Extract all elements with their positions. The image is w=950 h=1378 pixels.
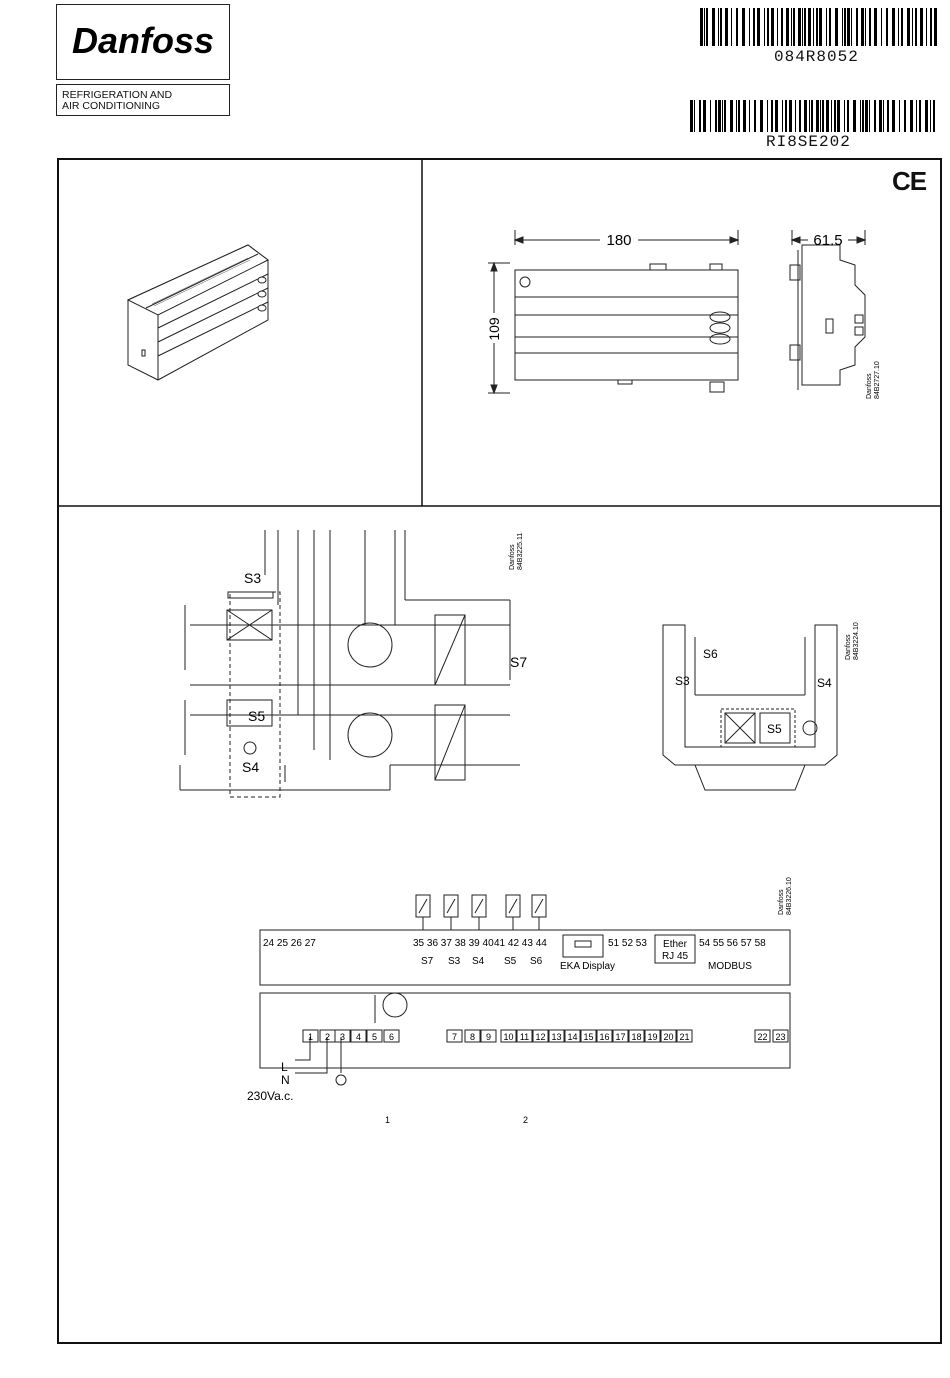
terminal-17: 17 xyxy=(615,1032,625,1042)
cabinet-schematic: S6 S3 S4 S5 Danfoss 84B3224.10 xyxy=(662,622,860,791)
refrig-ref-1: Danfoss xyxy=(509,544,516,570)
barcode-bottom xyxy=(690,100,935,132)
terminal-16: 16 xyxy=(599,1032,609,1042)
terminal-23: 23 xyxy=(775,1032,785,1042)
brand-name: Danfoss xyxy=(72,20,214,61)
barcode-top xyxy=(700,8,937,46)
terminal-13: 13 xyxy=(551,1032,561,1042)
barcode-bottom-code: RI8SE202 xyxy=(766,133,851,151)
cabinet-s5: S5 xyxy=(767,722,782,736)
terminal-3: 3 xyxy=(340,1032,345,1042)
terminal-5: 5 xyxy=(372,1032,377,1042)
sensor-s4: S4 xyxy=(242,759,259,775)
terminal-9: 9 xyxy=(486,1032,491,1042)
division-line-1: REFRIGERATION AND xyxy=(62,89,173,101)
logo-box: Danfoss xyxy=(56,4,230,80)
cabinet-ref-1: Danfoss xyxy=(845,634,852,660)
dim-depth: 61.5 xyxy=(813,232,842,249)
terminal-6: 6 xyxy=(389,1032,394,1042)
wiring-diagram: 24 25 26 27 35 36 37 38 39 40 41 42 43 4… xyxy=(247,877,793,1125)
terminal-8: 8 xyxy=(470,1032,475,1042)
terminals-d: 51 52 53 xyxy=(608,938,647,949)
product-illustration xyxy=(126,244,269,381)
sensor-s5: S5 xyxy=(248,708,265,724)
terminal-10: 10 xyxy=(503,1032,513,1042)
danfoss-logo: Danfoss xyxy=(72,20,214,61)
sensor-labels: S3 S5 S4 S7 xyxy=(242,570,527,775)
dim-width: 180 xyxy=(606,232,631,249)
terminal-22: 22 xyxy=(757,1032,767,1042)
division-line-2: AIR CONDITIONING xyxy=(62,100,161,112)
eka-display-label: EKA Display xyxy=(560,961,615,972)
terminal-12: 12 xyxy=(535,1032,545,1042)
cabinet-s3: S3 xyxy=(675,674,690,688)
dim-height: 109 xyxy=(486,317,502,341)
terminal-18: 18 xyxy=(631,1032,641,1042)
wire-s6: S6 xyxy=(530,956,543,967)
ce-mark: CE xyxy=(892,166,927,196)
dimension-drawing: 180 109 61.5 Danfoss 84B2727.10 xyxy=(486,230,881,399)
cabinet-ref-2: 84B3224.10 xyxy=(853,622,860,660)
load-2-label: 2 xyxy=(523,1115,528,1125)
wiring-ref-1: Danfoss xyxy=(778,889,785,915)
division-box: REFRIGERATION AND AIR CONDITIONING xyxy=(56,84,230,116)
terminal-21: 21 xyxy=(679,1032,689,1042)
wire-s3: S3 xyxy=(448,956,461,967)
wire-s7: S7 xyxy=(421,956,434,967)
terminals-b: 35 36 37 38 39 40 xyxy=(413,938,494,949)
terminals-e: 54 55 56 57 58 xyxy=(699,938,766,949)
terminals-a: 24 25 26 27 xyxy=(263,938,316,949)
terminal-20: 20 xyxy=(663,1032,673,1042)
rj45-label: RJ 45 xyxy=(662,951,689,962)
supply-neutral: N xyxy=(281,1073,290,1087)
terminals-c: 41 42 43 44 xyxy=(494,938,547,949)
sensor-s3: S3 xyxy=(244,570,261,586)
terminal-14: 14 xyxy=(567,1032,577,1042)
cabinet-s4: S4 xyxy=(817,676,832,690)
terminal-15: 15 xyxy=(583,1032,593,1042)
dim-ref-2: 84B2727.10 xyxy=(874,361,881,399)
document-frame xyxy=(57,158,942,1344)
terminal-1: 1 xyxy=(308,1032,313,1042)
dim-ref-1: Danfoss xyxy=(866,373,873,399)
wire-s5: S5 xyxy=(504,956,517,967)
barcode-top-code: 084R8052 xyxy=(774,48,859,66)
modbus-label: MODBUS xyxy=(708,961,752,972)
supply-line: L xyxy=(281,1060,288,1074)
refrigeration-schematic: S3 S5 S4 S7 Danfoss 84B3225.11 xyxy=(179,530,527,798)
terminal-11: 11 xyxy=(520,1032,529,1042)
wiring-ref-2: 84B3226.10 xyxy=(786,877,793,915)
terminal-7: 7 xyxy=(452,1032,457,1042)
cabinet-s6: S6 xyxy=(703,647,718,661)
terminal-19: 19 xyxy=(647,1032,657,1042)
refrig-ref-2: 84B3225.11 xyxy=(517,533,524,570)
terminal-4: 4 xyxy=(356,1032,361,1042)
wire-s4: S4 xyxy=(472,956,485,967)
load-1-label: 1 xyxy=(385,1115,390,1125)
ether-label: Ether xyxy=(663,939,688,950)
supply-voltage: 230Va.c. xyxy=(247,1089,293,1103)
terminal-2: 2 xyxy=(325,1032,330,1042)
sensor-s7: S7 xyxy=(510,654,527,670)
